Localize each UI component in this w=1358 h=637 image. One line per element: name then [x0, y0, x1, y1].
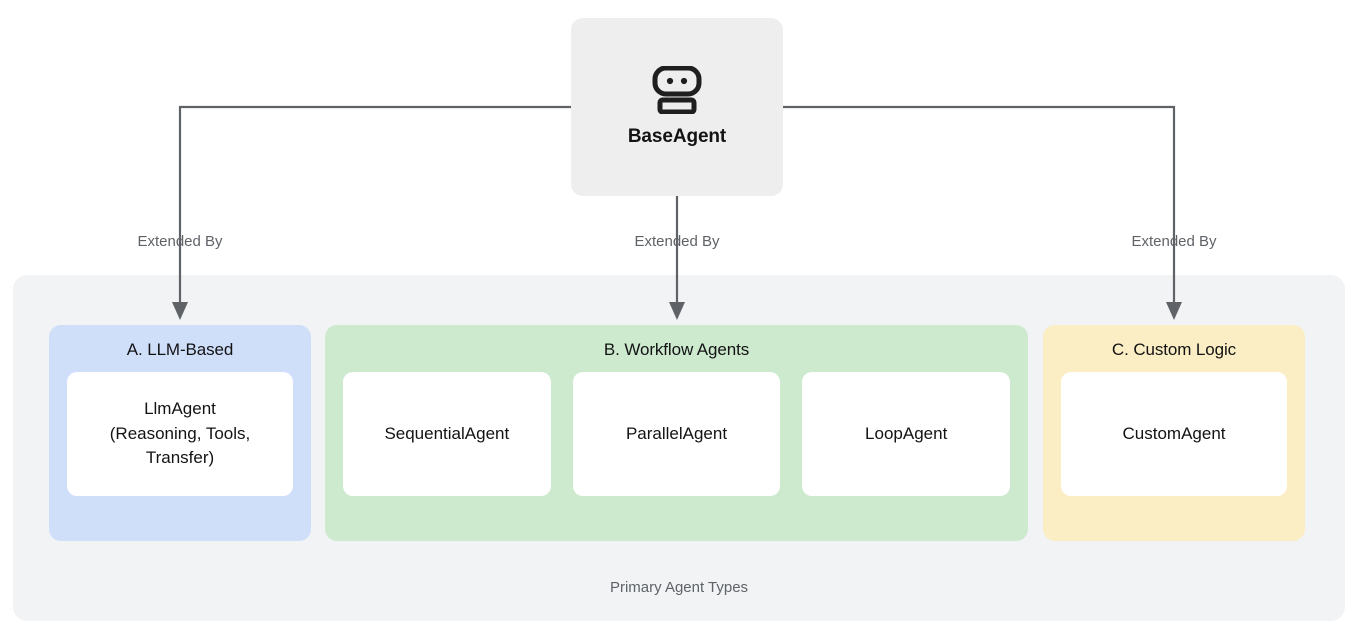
edge-label-extended-by-right: Extended By — [1131, 233, 1217, 250]
category-title-llm-based: A. LLM-Based — [126, 340, 234, 359]
base-agent-label: BaseAgent — [627, 126, 727, 147]
primary-agent-types-caption: Primary Agent Types — [609, 579, 749, 596]
edge-label-extended-by-middle: Extended By — [634, 233, 720, 250]
card-row-custom-logic: CustomAgent — [1043, 372, 1305, 514]
category-group-workflow-agents[interactable]: B. Workflow Agents SequentialAgent Paral… — [325, 325, 1028, 541]
category-title-custom-logic: C. Custom Logic — [1111, 340, 1237, 359]
category-group-custom-logic[interactable]: C. Custom Logic CustomAgent — [1043, 325, 1305, 541]
agent-card-llm-agent[interactable]: LlmAgent(Reasoning, Tools,Transfer) — [67, 372, 293, 496]
base-agent-node[interactable]: BaseAgent — [571, 18, 783, 196]
agent-card-custom-agent[interactable]: CustomAgent — [1061, 372, 1287, 496]
agent-card-loop-agent[interactable]: LoopAgent — [802, 372, 1011, 496]
robot-icon — [652, 66, 702, 114]
agent-card-parallel-agent[interactable]: ParallelAgent — [572, 372, 781, 496]
card-row-workflow-agents: SequentialAgent ParallelAgent LoopAgent — [325, 372, 1028, 514]
category-group-llm-based[interactable]: A. LLM-Based LlmAgent(Reasoning, Tools,T… — [49, 325, 311, 541]
category-title-workflow-agents: B. Workflow Agents — [603, 340, 750, 359]
edge-label-extended-by-left: Extended By — [137, 233, 223, 250]
agent-card-sequential-agent[interactable]: SequentialAgent — [343, 372, 551, 496]
card-row-llm-based: LlmAgent(Reasoning, Tools,Transfer) — [49, 372, 311, 514]
